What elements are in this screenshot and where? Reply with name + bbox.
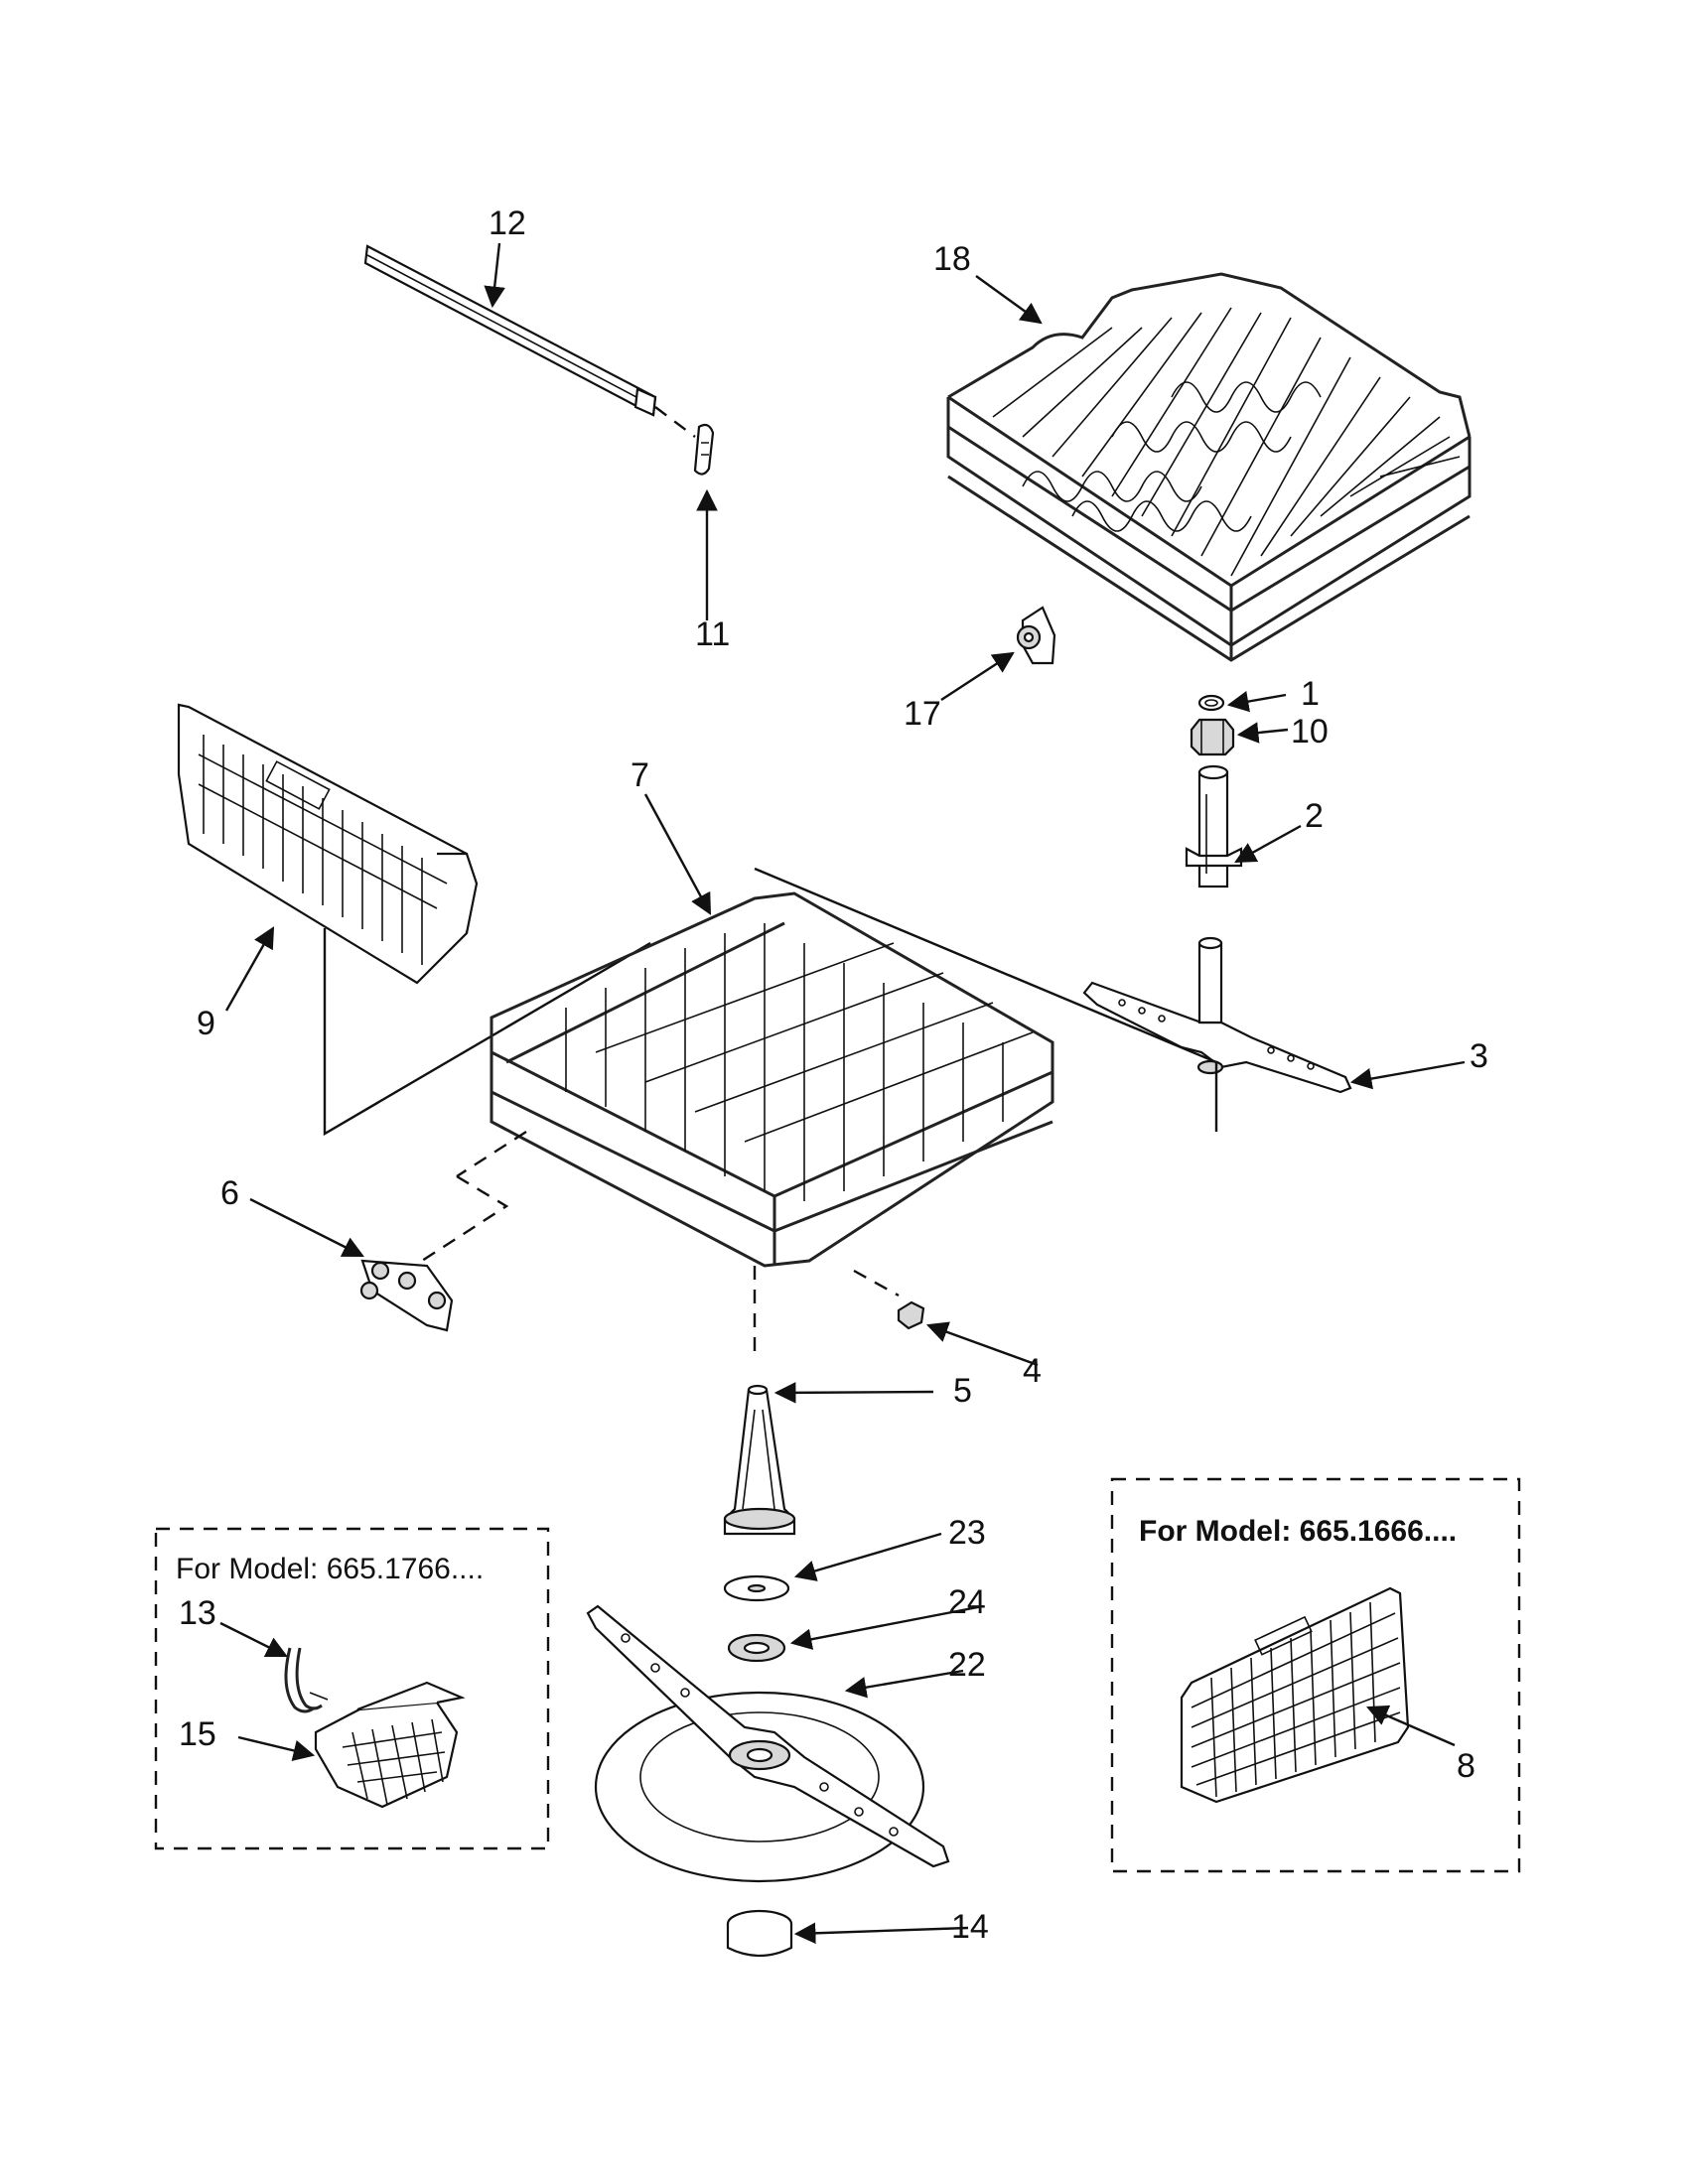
part-1-washer — [1197, 694, 1225, 712]
part-5-center-tube — [723, 1384, 796, 1536]
callout-23: 23 — [948, 1514, 986, 1552]
callout-10: 10 — [1291, 713, 1329, 751]
callout-11: 11 — [695, 615, 730, 653]
callout-12: 12 — [489, 205, 526, 242]
part-14-ring — [726, 1909, 793, 1958]
part-9-leader-box — [323, 928, 651, 1137]
callout-13: 13 — [179, 1594, 216, 1632]
callout-18: 18 — [933, 240, 971, 278]
callout-1: 1 — [1301, 675, 1320, 713]
left-model-box — [154, 1527, 550, 1850]
part-17-roller — [1016, 606, 1056, 665]
part-18-upper-rack — [946, 272, 1472, 662]
leader-arrows — [219, 242, 1466, 1945]
callout-22: 22 — [948, 1646, 986, 1684]
callout-17: 17 — [904, 695, 941, 733]
part-9-cutlery-holder — [177, 703, 479, 985]
callout-2: 2 — [1305, 797, 1324, 835]
callout-3: 3 — [1470, 1037, 1488, 1075]
part-15-basket — [314, 1681, 466, 1809]
right-model-label: For Model: 665.1666.... — [1139, 1515, 1457, 1548]
part-2-feed-tube — [1185, 764, 1243, 888]
callout-8: 8 — [1457, 1747, 1475, 1785]
part-12-rail — [363, 244, 696, 438]
part-10-nut — [1190, 718, 1235, 756]
part-6-rack-wheels — [359, 1259, 454, 1332]
callout-7: 7 — [631, 756, 649, 794]
part-22-lower-spray-arm — [586, 1604, 950, 1883]
callout-14: 14 — [951, 1908, 989, 1946]
part-24-ring — [727, 1633, 786, 1663]
callout-24: 24 — [948, 1583, 986, 1621]
part-11-clip — [693, 423, 715, 476]
callout-5: 5 — [953, 1372, 972, 1410]
right-model-box — [1110, 1477, 1521, 1873]
part-23-washer — [723, 1574, 790, 1602]
part-8-cutlery-basket — [1180, 1586, 1410, 1804]
part-7-lower-rack — [421, 891, 1054, 1355]
left-model-label: For Model: 665.1766.... — [176, 1553, 484, 1585]
part-13-cover — [284, 1647, 329, 1713]
callout-9: 9 — [197, 1005, 215, 1042]
callout-4: 4 — [1023, 1352, 1042, 1390]
callout-labels: 12 11 18 17 1 10 2 3 7 9 6 4 5 23 24 22 … — [179, 205, 1488, 1946]
part-3-leader-box — [754, 867, 1218, 1132]
part-4-stop — [897, 1300, 925, 1330]
callout-15: 15 — [179, 1715, 216, 1753]
callout-6: 6 — [220, 1174, 239, 1212]
